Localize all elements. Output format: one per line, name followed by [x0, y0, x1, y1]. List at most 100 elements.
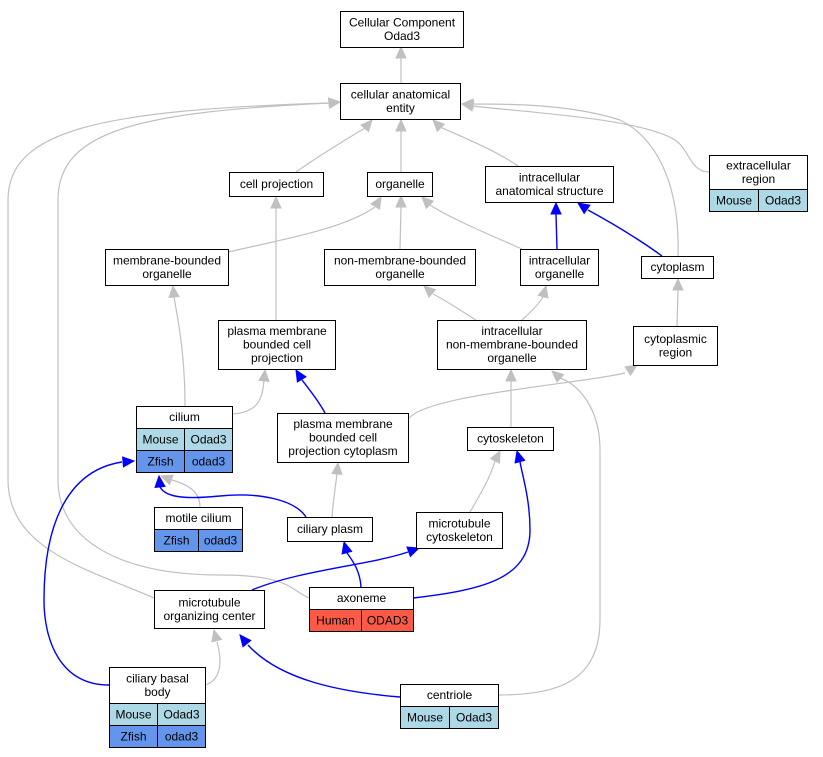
node-label: cytoplasm: [650, 260, 704, 274]
node-box: [340, 83, 461, 120]
node-label: organelle: [375, 177, 425, 191]
node-label: intracellular: [519, 170, 580, 184]
node-label: cytoplasmic: [644, 332, 707, 346]
node-label: entity: [386, 101, 415, 115]
node-box: [641, 256, 714, 279]
node-label: extracellular: [726, 158, 791, 172]
species-label: Mouse: [142, 433, 178, 447]
gene-label: Odad3: [456, 711, 492, 725]
node-cytoplasm[interactable]: cytoplasm: [641, 256, 714, 279]
node-label: plasma membrane: [293, 417, 393, 431]
node-box: [277, 413, 409, 463]
node-label: region: [742, 172, 775, 186]
edge-pm-bounded-cell-projection-cytoplasm-to-cytoplasmic-region: [407, 364, 639, 421]
edge-membrane-bounded-organelle-to-organelle: [227, 195, 382, 253]
edge-microtubule-cytoskeleton-to-cytoskeleton: [469, 449, 501, 513]
species-label: Mouse: [407, 711, 443, 725]
gene-cell: [758, 189, 808, 212]
node-label: bounded cell: [309, 431, 377, 445]
node-box: [287, 517, 373, 542]
edge-cilium-to-membrane-bounded-organelle: [168, 284, 186, 407]
node-box: [154, 590, 265, 629]
gene-label: odad3: [165, 730, 199, 744]
node-label: microtubule: [178, 595, 240, 609]
node-box: [485, 166, 614, 203]
edge-pm-bounded-cell-projection-cytoplasm-to-plasma-membrane-bounded-cell-projection: [295, 368, 326, 414]
gene-cell: [449, 706, 499, 729]
node-organelle[interactable]: organelle: [367, 172, 433, 197]
gene-cell: [361, 609, 414, 632]
node-box: [416, 512, 503, 549]
node-label: non-membrane-bounded: [446, 338, 578, 352]
gene-cell: [198, 529, 243, 552]
node-box: [105, 249, 229, 286]
node-label: centriole: [427, 688, 473, 702]
edge-cytoplasm-to-intracellular-anatomical-structure: [577, 202, 663, 257]
gene-label: odad3: [204, 534, 238, 548]
edge-motile-cilium-to-cilium: [159, 474, 201, 508]
node-box: [437, 320, 587, 370]
gene-label: Odad3: [163, 708, 199, 722]
node-label: projection cytoplasm: [288, 444, 397, 458]
edge-intracellular-non-membrane-bounded-organelle-to-non-membrane-bounded-organelle: [423, 285, 477, 321]
node-label: ciliary plasm: [297, 522, 363, 536]
node-label: Cellular Component: [349, 15, 456, 29]
species-label: Zfish: [120, 730, 146, 744]
annotation-row: Zfish odad3: [109, 725, 206, 748]
node-box: [633, 326, 718, 366]
edge-axoneme-to-cytoskeleton: [412, 449, 531, 599]
node-label: non-membrane-bounded: [334, 253, 466, 267]
edge-microtubule-organizing-center-to-microtubule-cytoskeleton: [251, 546, 421, 591]
edge-axoneme-to-cellular-anatomical-entity: [57, 97, 342, 599]
node-box: [218, 320, 336, 370]
node-label: motile cilium: [165, 511, 231, 525]
gene-label: Odad3: [190, 433, 226, 447]
edge-cytoskeleton-to-intracellular-non-membrane-bounded-organelle: [505, 368, 517, 427]
node-label: organelle: [535, 267, 585, 281]
gene-label: Odad3: [765, 194, 801, 208]
node-label: anatomical structure: [495, 184, 603, 198]
edge-cellular-anatomical-entity-to-cellular-component: [395, 45, 407, 83]
node-label: Odad3: [384, 29, 420, 43]
edge-axoneme-to-ciliary-plasm: [341, 540, 362, 588]
edge-centriole-to-microtubule-organizing-center: [239, 634, 401, 698]
node-label: organizing center: [163, 609, 255, 623]
node-label: region: [659, 345, 692, 359]
gene-cell: [157, 725, 206, 748]
edge-intracellular-organelle-to-organelle: [421, 196, 523, 250]
node-cell-projection[interactable]: cell projection: [229, 172, 324, 197]
edge-organelle-to-cellular-anatomical-entity: [395, 118, 407, 172]
edge-ciliary-plasm-to-cilium: [154, 474, 307, 518]
gene-label: odad3: [192, 455, 226, 469]
node-ciliary-plasm[interactable]: ciliary plasm: [287, 517, 373, 542]
node-label: organelle: [375, 267, 425, 281]
node-intracellular-non-membrane-bounded-organelle[interactable]: intracellularnon-membrane-boundedorganel…: [437, 320, 587, 370]
node-box: [520, 249, 599, 286]
edge-ciliary-plasm-to-pm-bounded-cell-projection-cytoplasm: [331, 461, 343, 518]
node-label: organelle: [142, 267, 192, 281]
node-label: membrane-bounded: [113, 253, 221, 267]
node-cytoskeleton[interactable]: cytoskeleton: [467, 427, 554, 451]
edge-intracellular-anatomical-structure-to-cellular-anatomical-entity: [432, 119, 519, 167]
